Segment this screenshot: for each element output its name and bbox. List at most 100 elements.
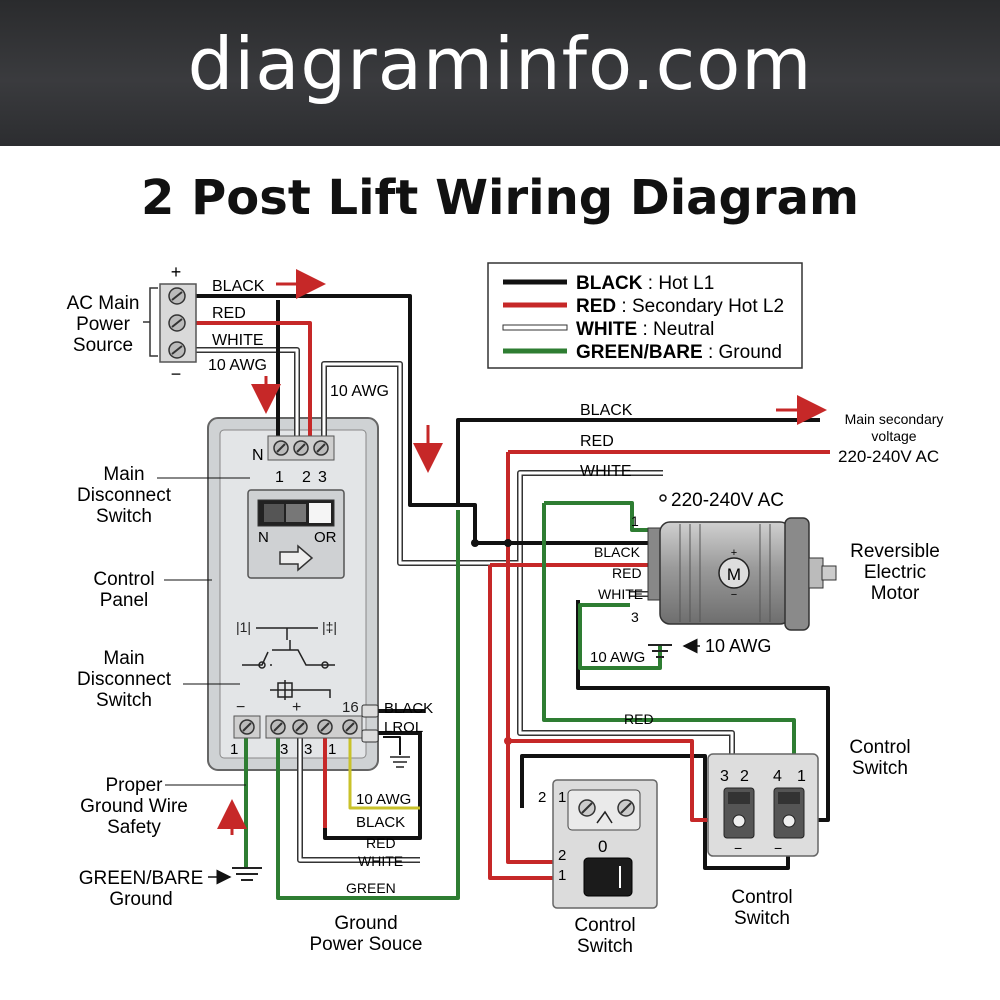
ground-symbol bbox=[208, 799, 262, 885]
source-label-3: Source bbox=[73, 335, 133, 356]
supply-voltage-2: 220-240V AC bbox=[671, 490, 784, 511]
svg-text:−: − bbox=[731, 589, 737, 601]
site-name: diagraminfo.com bbox=[187, 22, 813, 106]
panel-terminal-3a: 3 bbox=[280, 741, 288, 758]
panel-terminal-1: 1 bbox=[230, 741, 238, 758]
switch-or-label: OR bbox=[314, 529, 337, 546]
supply-note-2: voltage bbox=[871, 428, 916, 444]
csr-t1: 1 bbox=[797, 768, 806, 785]
csc-t2: 2 bbox=[538, 789, 546, 806]
motor-title-2: Electric bbox=[864, 562, 926, 583]
panel-terminal-1b: 1 bbox=[328, 741, 336, 758]
csc-t1b: 1 bbox=[558, 867, 566, 884]
csr-t2: 2 bbox=[740, 768, 749, 785]
source-wire-white: WHITE bbox=[212, 332, 264, 349]
csr-minus-a: − bbox=[734, 840, 742, 856]
motor-title-1: Reversible bbox=[850, 541, 940, 562]
panel-bottom-terminals: 1 3 3 1 BLACK LROL bbox=[230, 700, 433, 768]
red-wires bbox=[188, 321, 830, 880]
motor-wire-red: RED bbox=[612, 565, 642, 581]
csc-title-2: Switch bbox=[577, 936, 633, 957]
source-wire-black: BLACK bbox=[212, 278, 265, 295]
panel-terminal-block: N 1 2 3 bbox=[252, 435, 335, 486]
panel-plus-label: + bbox=[292, 699, 301, 716]
terminal-2-label: 2 bbox=[302, 469, 311, 486]
contactor-schematic: |1| |‡| − + 16 bbox=[236, 619, 359, 716]
label-main-disconnect-2c: Switch bbox=[96, 690, 152, 711]
panel-side-lrol: LROL bbox=[384, 719, 423, 736]
csr-title-1: Control bbox=[849, 737, 910, 758]
left-callouts: Main Disconnect Switch Control Panel Mai… bbox=[77, 464, 423, 955]
label-ground-safety-b: Ground Wire bbox=[80, 796, 188, 817]
ac-main-power-source: + − AC Main Power Source BLACK RED WHITE… bbox=[67, 262, 326, 414]
wires bbox=[188, 294, 830, 900]
green-wires bbox=[244, 501, 796, 900]
csr-title-2: Switch bbox=[852, 758, 908, 779]
source-wire-red: RED bbox=[212, 305, 246, 322]
csc-zero: 0 bbox=[598, 837, 607, 856]
source-plus: + bbox=[171, 262, 182, 282]
label-main-disconnect-1c: Switch bbox=[96, 506, 152, 527]
inner-green: GREEN bbox=[346, 880, 396, 896]
ground-icon bbox=[232, 867, 262, 881]
label-ground: Ground bbox=[109, 889, 172, 910]
motor-terminal-1: 1 bbox=[631, 513, 639, 529]
panel-gauge-top: 10 AWG bbox=[330, 383, 389, 400]
secondary-supply: BLACK RED WHITE Main secondary voltage 2… bbox=[580, 395, 944, 511]
panel-wire-labels: 10 AWG BLACK RED WHITE GREEN bbox=[346, 791, 411, 896]
csr-minus-b: − bbox=[774, 840, 782, 856]
panel-16-label: 16 bbox=[342, 699, 359, 716]
motor-m-label: M bbox=[727, 565, 741, 584]
label-ground-power-b: Power Souce bbox=[309, 934, 422, 955]
csr-t3: 3 bbox=[720, 768, 729, 785]
supply-black: BLACK bbox=[580, 402, 633, 419]
motor-wire-white: WHITE bbox=[598, 586, 643, 602]
page-title: 2 Post Lift Wiring Diagram bbox=[141, 170, 859, 226]
csr-bottom-2: Switch bbox=[734, 908, 790, 929]
label-ground-power-a: Ground bbox=[334, 913, 397, 934]
inner-gauge: 10 AWG bbox=[356, 791, 411, 808]
panel-terminal-3b: 3 bbox=[304, 741, 312, 758]
motor-title-3: Motor bbox=[871, 583, 920, 604]
label-main-disconnect-2b: Disconnect bbox=[77, 669, 172, 690]
control-switch-right: Control Switch RED 3 2 4 1 − − Control S… bbox=[624, 711, 911, 929]
legend-item-white: WHITE : Neutral bbox=[576, 319, 714, 340]
label-control-panel-b: Panel bbox=[100, 590, 149, 611]
panel-minus-label: − bbox=[236, 699, 245, 716]
inner-white: WHITE bbox=[358, 853, 403, 869]
terminal-n-label: N bbox=[252, 447, 264, 464]
source-label-2: Power bbox=[76, 314, 131, 335]
csc-t2b: 2 bbox=[558, 847, 566, 864]
svg-text:+: + bbox=[731, 547, 737, 559]
source-gauge: 10 AWG bbox=[208, 357, 267, 374]
arrow-right-icon bbox=[279, 544, 314, 572]
ground-icon bbox=[648, 644, 672, 658]
csr-bottom-1: Control bbox=[731, 887, 792, 908]
legend-item-black: BLACK : Hot L1 bbox=[576, 273, 714, 294]
white-wires bbox=[188, 347, 735, 863]
switch-n-label: N bbox=[258, 529, 269, 546]
motor-symbol bbox=[718, 557, 750, 589]
svg-text:|1|: |1| bbox=[236, 619, 251, 635]
inner-black: BLACK bbox=[356, 814, 405, 831]
site-banner: diagraminfo.com bbox=[0, 0, 1000, 146]
control-switch-center: 2 1 2 1 0 Control Switch bbox=[538, 779, 658, 957]
source-label-1: AC Main bbox=[67, 293, 140, 314]
source-minus: − bbox=[171, 364, 182, 384]
panel-side-black: BLACK bbox=[384, 700, 433, 717]
motor-gauge-inner: 10 AWG bbox=[590, 649, 645, 666]
supply-white: WHITE bbox=[580, 463, 632, 480]
supply-red: RED bbox=[580, 433, 614, 450]
supply-note-1: Main secondary bbox=[845, 411, 944, 427]
csr-wire-red: RED bbox=[624, 711, 654, 727]
motor-gauge-right: 10 AWG bbox=[705, 636, 771, 656]
legend-box: BLACK : Hot L1 RED : Secondary Hot L2 WH… bbox=[487, 262, 803, 369]
legend-item-red: RED : Secondary Hot L2 bbox=[576, 296, 784, 317]
label-green-bare: GREEN/BARE bbox=[79, 868, 204, 889]
supply-voltage-1: 220-240V AC bbox=[838, 447, 939, 466]
csc-t1: 1 bbox=[558, 789, 566, 806]
label-control-panel-a: Control bbox=[93, 569, 154, 590]
label-ground-safety-c: Safety bbox=[107, 817, 161, 838]
ground-icon bbox=[390, 756, 410, 768]
label-main-disconnect-1a: Main bbox=[103, 464, 144, 485]
